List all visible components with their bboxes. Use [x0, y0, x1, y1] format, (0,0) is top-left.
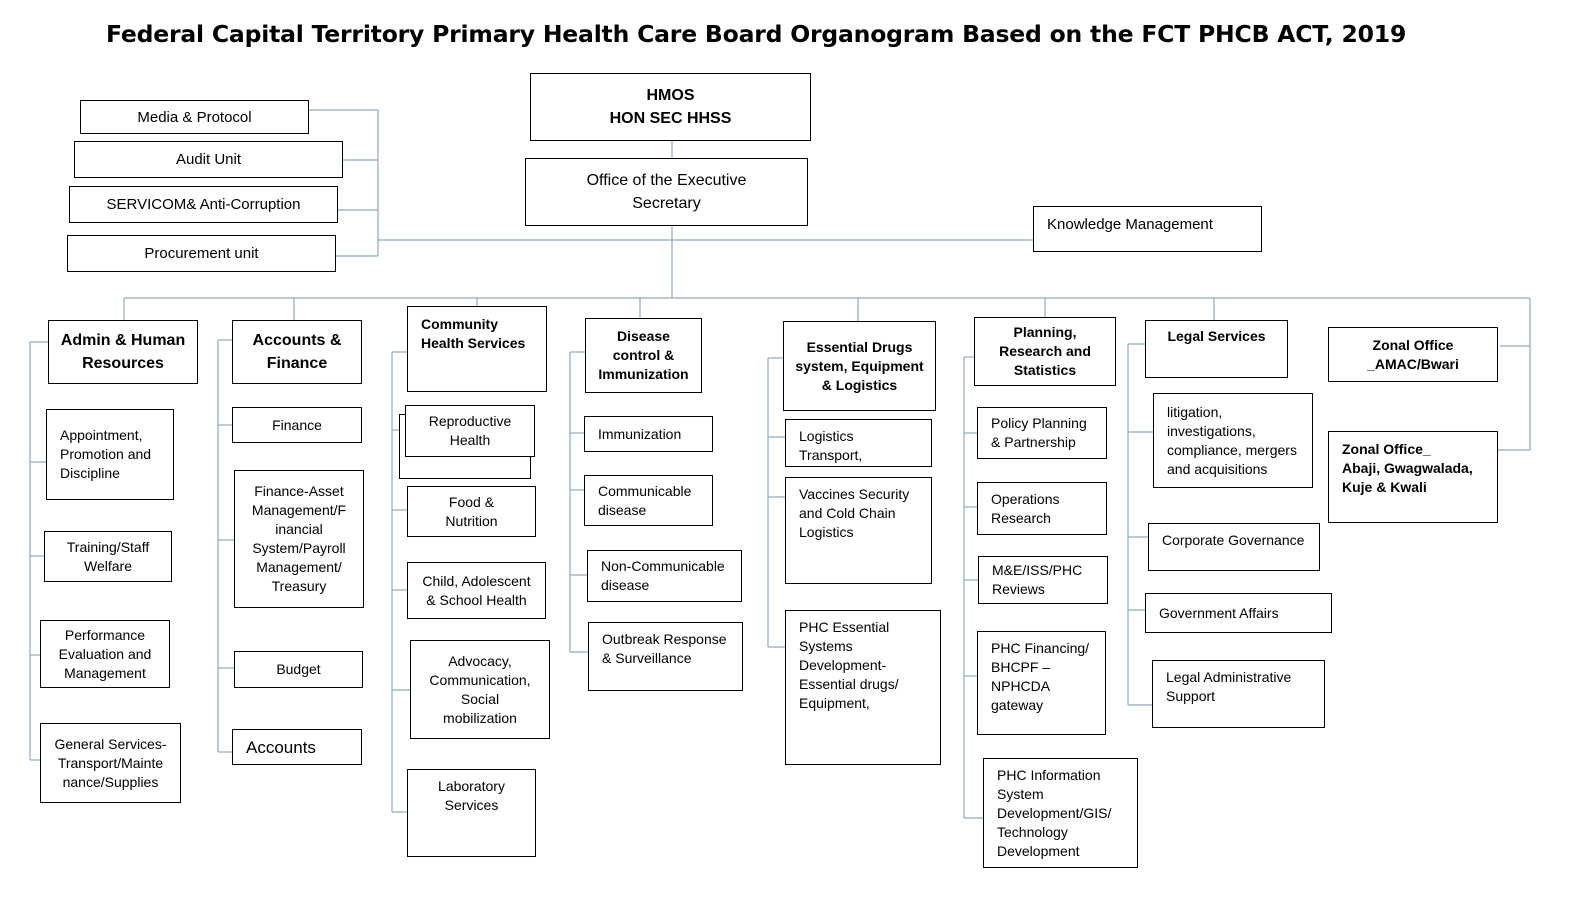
community-unit-box: Food & Nutrition — [407, 486, 536, 537]
knowledge-management-box: Knowledge Management — [1033, 206, 1262, 252]
audit-unit-box: Audit Unit — [74, 141, 343, 178]
essential-drugs-header: Essential Drugs system, Equipment & Logi… — [783, 321, 936, 411]
accounts-unit-box: Finance-Asset Management/F inancial Syst… — [234, 470, 364, 608]
disease-unit-box: Communicable disease — [584, 475, 713, 526]
planning-unit-box: M&E/ISS/PHC Reviews — [978, 556, 1108, 604]
legal-unit-box: Corporate Governance — [1148, 523, 1320, 571]
planning-research-header: Planning, Research and Statistics — [974, 317, 1116, 386]
legal-unit-box: litigation, investigations, compliance, … — [1153, 393, 1313, 488]
admin-unit-box: Training/Staff Welfare — [44, 531, 172, 582]
accounts-finance-header: Accounts & Finance — [232, 320, 362, 384]
disease-unit-box: Non-Communicable disease — [587, 550, 742, 602]
planning-unit-box: PHC Financing/ BHCPF – NPHCDA gateway — [977, 631, 1106, 735]
media-protocol-box: Media & Protocol — [80, 100, 309, 134]
admin-unit-box: General Services- Transport/Mainte nance… — [40, 723, 181, 803]
zonal-office-abaji-box: Zonal Office_ Abaji, Gwagwalada, Kuje & … — [1328, 431, 1498, 523]
planning-unit-box: PHC Information System Development/GIS/ … — [983, 758, 1138, 868]
accounts-unit-box: Accounts — [232, 729, 362, 765]
legal-services-header: Legal Services — [1145, 320, 1288, 378]
planning-unit-box: Operations Research — [977, 482, 1107, 535]
planning-unit-box: Policy Planning & Partnership — [977, 407, 1107, 459]
servicom-box: SERVICOM& Anti-Corruption — [69, 186, 338, 223]
drugs-unit-box: Vaccines Security and Cold Chain Logisti… — [785, 477, 932, 584]
executive-secretary-box: Office of the Executive Secretary — [525, 158, 808, 226]
disease-unit-box: Immunization — [584, 416, 713, 452]
zonal-office-amac-box: Zonal Office _AMAC/Bwari — [1328, 327, 1498, 382]
accounts-unit-box: Budget — [234, 651, 363, 688]
community-unit-box: Laboratory Services — [407, 769, 536, 857]
disease-control-header: Disease control & Immunization — [585, 318, 702, 393]
drugs-unit-box: PHC Essential Systems Development- Essen… — [785, 610, 941, 765]
legal-unit-box: Government Affairs — [1145, 593, 1332, 633]
hmos-box: HMOS HON SEC HHSS — [530, 73, 811, 141]
chart-title: Federal Capital Territory Primary Health… — [106, 20, 1407, 48]
legal-unit-box: Legal Administrative Support — [1152, 660, 1325, 728]
community-unit-box: Advocacy, Communication, Social mobiliza… — [410, 640, 550, 739]
community-unit-box: Reproductive Health — [405, 405, 535, 457]
admin-unit-box: Appointment, Promotion and Discipline — [46, 409, 174, 500]
admin-unit-box: Performance Evaluation and Management — [40, 620, 170, 688]
disease-unit-box: Outbreak Response & Surveillance — [588, 622, 743, 691]
drugs-unit-box: Logistics Transport, — [785, 419, 932, 467]
procurement-unit-box: Procurement unit — [67, 235, 336, 272]
community-unit-box: Child, Adolescent & School Health — [407, 562, 546, 619]
accounts-unit-box: Finance — [232, 407, 362, 443]
community-health-header: Community Health Services — [407, 306, 547, 392]
admin-hr-header: Admin & Human Resources — [48, 320, 198, 384]
